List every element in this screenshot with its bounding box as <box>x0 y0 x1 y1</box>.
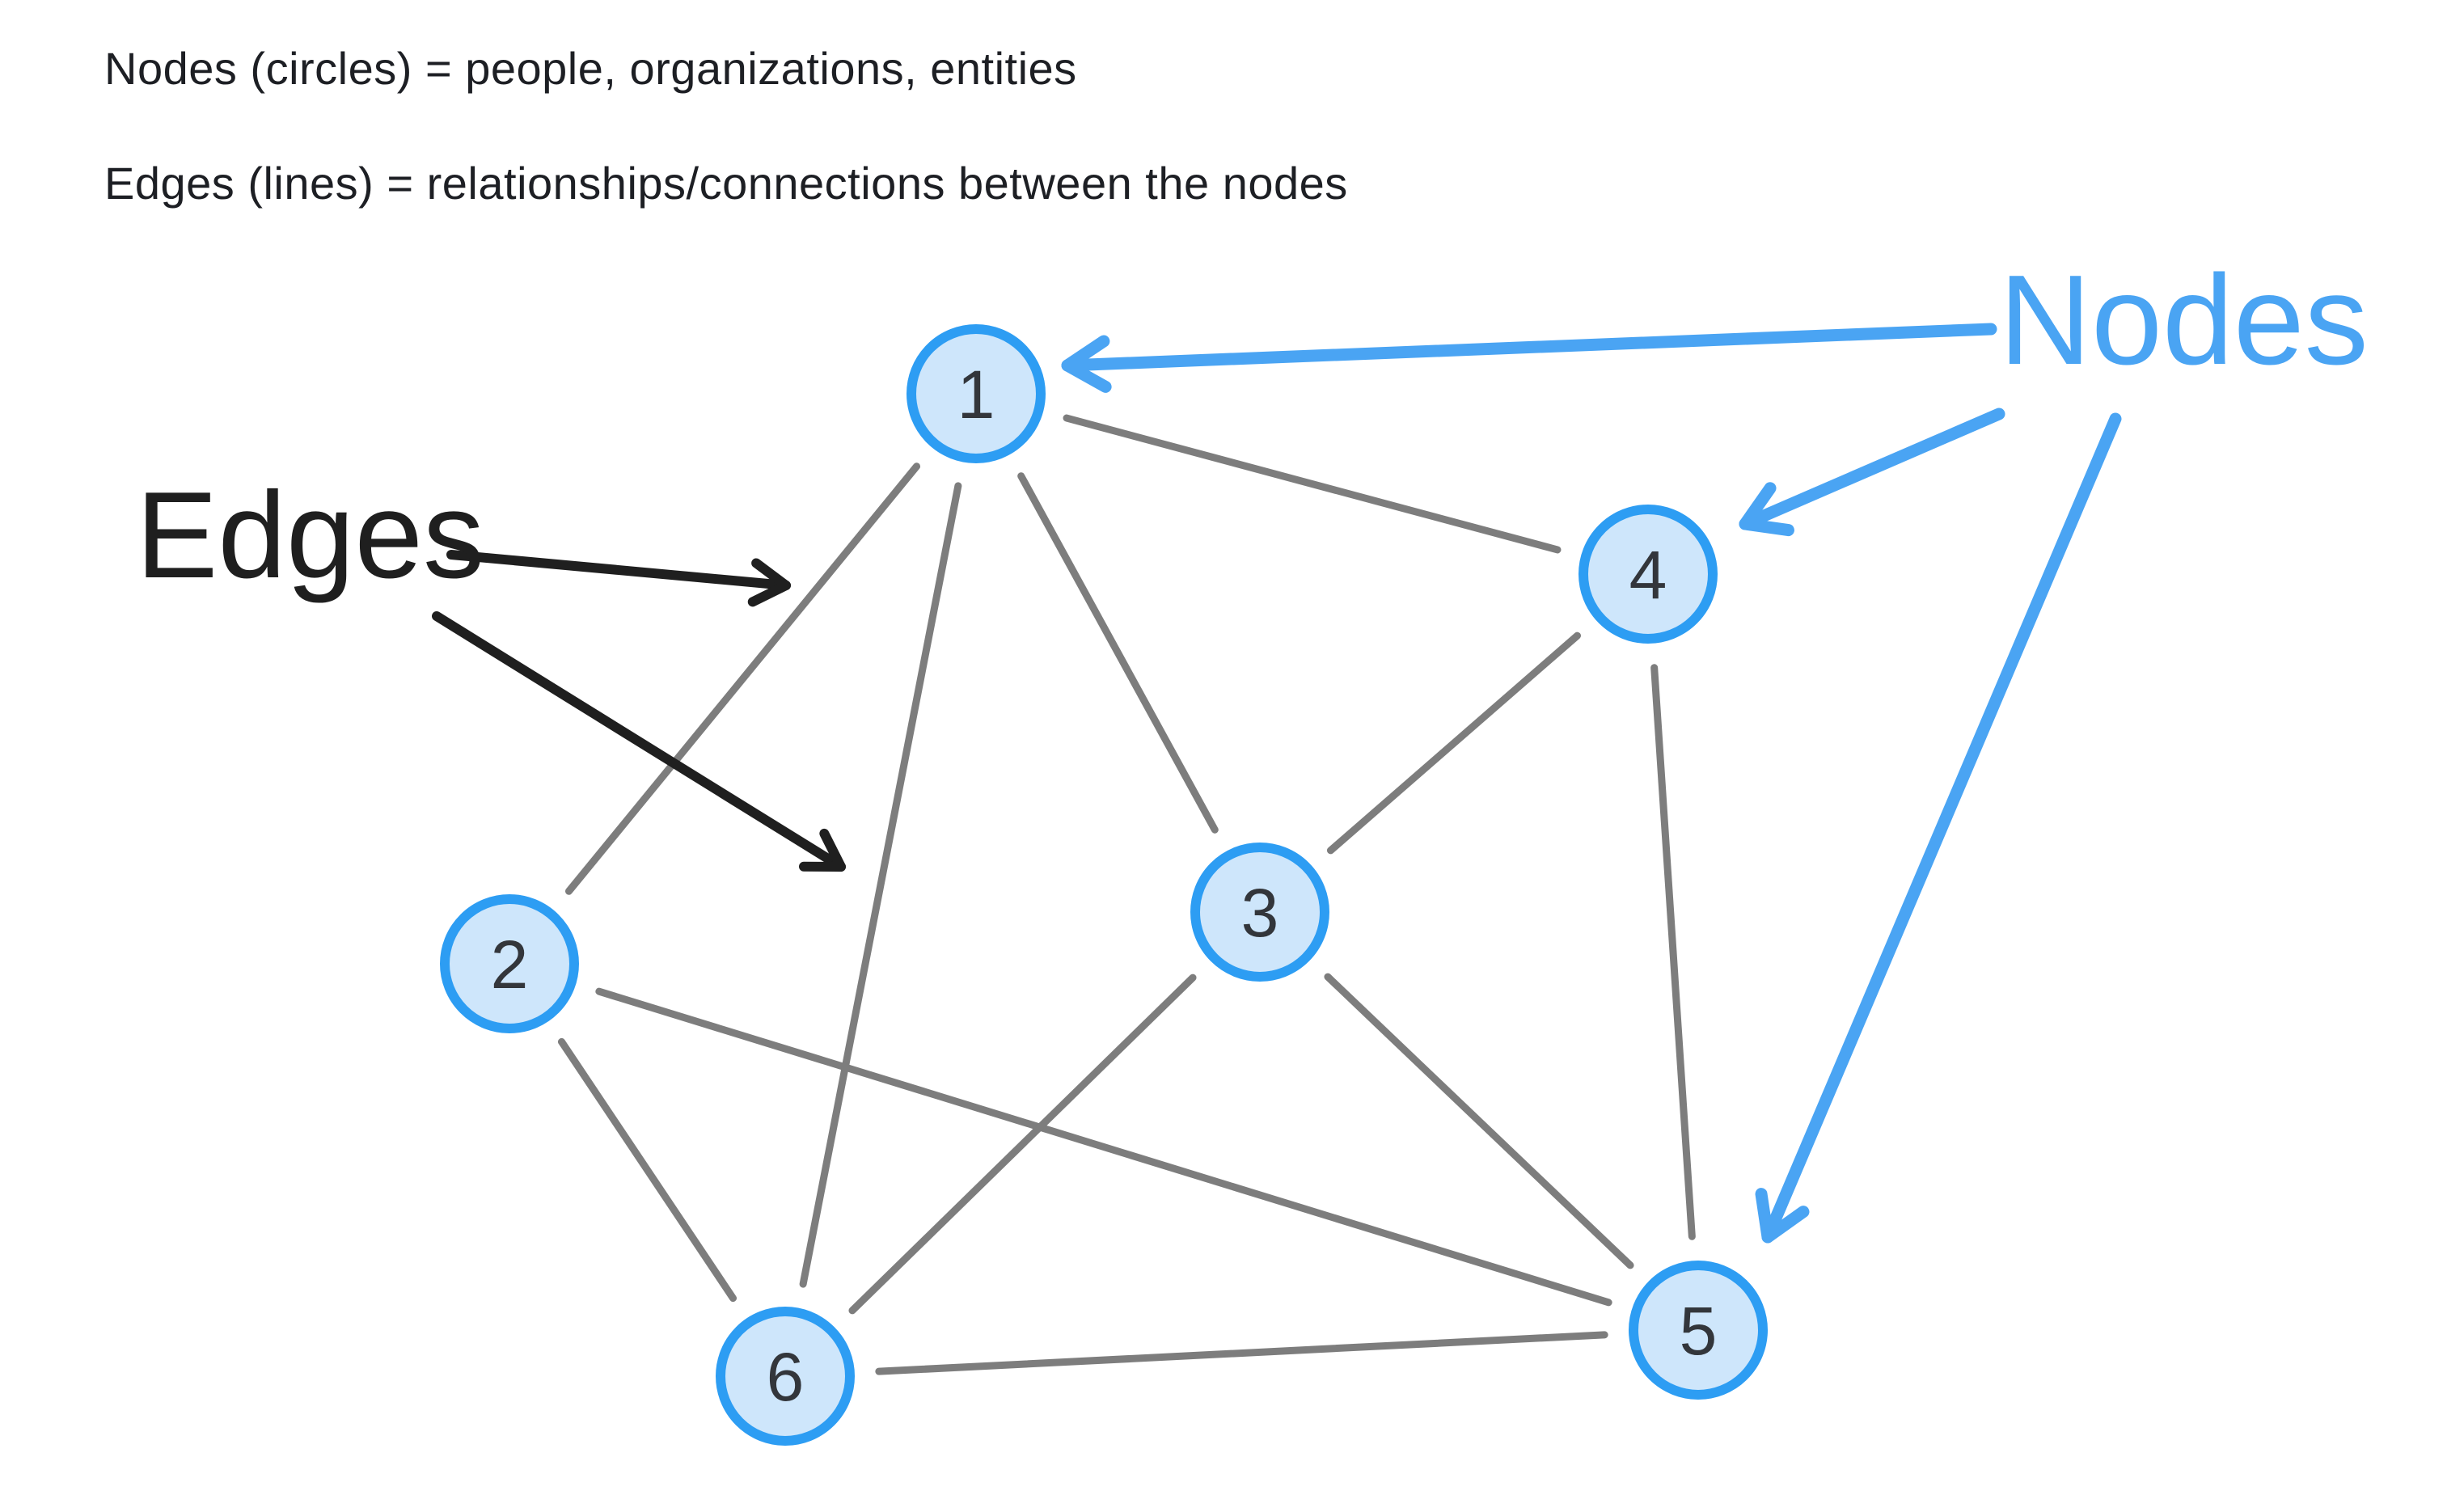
graph-node-circle-1 <box>907 324 1046 463</box>
graph-edges-layer <box>557 414 1696 1375</box>
legend-line-nodes-definition: Nodes (circles) = people, organizations,… <box>104 43 1077 94</box>
edges-annotation-arrow-2-shaft <box>432 611 846 872</box>
edges-annotation-arrow-1-head <box>747 558 791 607</box>
nodes-annotation-arrow-3 <box>1755 412 2122 1244</box>
graph-edge-4-5 <box>1650 664 1696 1240</box>
graph-node-circle-5 <box>1629 1261 1768 1400</box>
graph-edge-5-6 <box>875 1331 1608 1375</box>
graph-edge-3-6 <box>848 974 1197 1315</box>
graph-edge-1-4 <box>1063 414 1562 554</box>
graph-node-circle-6 <box>716 1307 855 1446</box>
graph-node-label-3: 3 <box>1241 875 1279 951</box>
graph-node-circle-3 <box>1190 843 1329 982</box>
nodes-annotation-arrow-2-head <box>1739 482 1794 537</box>
edges-annotation-arrow-2-head <box>799 828 846 872</box>
graph-node-2: 2 <box>440 894 579 1033</box>
graph-node-6: 6 <box>716 1307 855 1446</box>
nodes-annotation-arrow-3-shaft <box>1761 412 2122 1244</box>
nodes-annotation-arrow-1-shaft <box>1061 323 1997 372</box>
edges-callout-label: Edges <box>136 467 484 604</box>
graph-edge-3-5 <box>1324 973 1634 1269</box>
graph-node-label-5: 5 <box>1680 1293 1718 1369</box>
nodes-annotation-arrow-2 <box>1739 408 2005 537</box>
graph-node-circle-4 <box>1579 505 1718 644</box>
graph-edge-2-5 <box>595 987 1612 1307</box>
graph-node-label-2: 2 <box>491 927 529 1003</box>
nodes-annotation-arrow-1-head <box>1061 335 1112 393</box>
graph-edge-2-6 <box>557 1037 737 1303</box>
annotation-arrows-layer <box>432 323 2122 1244</box>
nodes-annotation-arrow-2-shaft <box>1739 408 2005 530</box>
edges-annotation-arrow-2 <box>432 611 846 872</box>
graph-edge-1-2 <box>564 462 921 895</box>
graph-node-5: 5 <box>1629 1261 1768 1400</box>
nodes-callout-label: Nodes <box>1999 249 2369 391</box>
graph-edge-3-4 <box>1326 631 1582 855</box>
graph-edge-1-3 <box>1017 472 1219 834</box>
graph-node-label-1: 1 <box>957 357 995 433</box>
graph-node-3: 3 <box>1190 843 1329 982</box>
nodes-annotation-arrow-3-head <box>1755 1188 1810 1244</box>
edges-annotation-arrow-1-shaft <box>446 550 791 590</box>
graph-node-label-6: 6 <box>767 1339 805 1415</box>
graph-node-4: 4 <box>1579 505 1718 644</box>
graph-node-label-4: 4 <box>1629 537 1667 613</box>
graph-edge-1-6 <box>799 482 962 1288</box>
nodes-annotation-arrow-1 <box>1061 323 1997 393</box>
graph-node-1: 1 <box>907 324 1046 463</box>
graph-nodes-layer: 1 2 3 4 5 6 <box>440 324 1768 1446</box>
legend-line-edges-definition: Edges (lines) = relationships/connection… <box>104 158 1348 209</box>
graph-node-circle-2 <box>440 894 579 1033</box>
edges-annotation-arrow-1 <box>446 550 791 607</box>
